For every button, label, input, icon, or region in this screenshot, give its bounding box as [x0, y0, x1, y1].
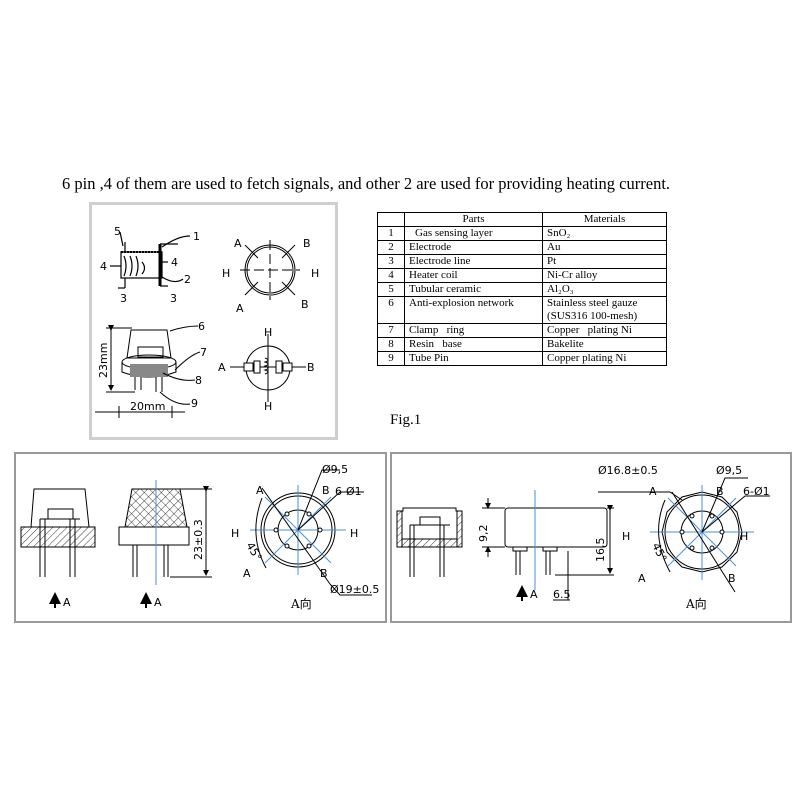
circuit-bottom-view — [230, 334, 306, 402]
sensor-side-view — [95, 325, 201, 418]
left-side-view — [118, 480, 212, 585]
right-cross-section — [396, 507, 463, 577]
view-arrow-label: A — [63, 596, 71, 609]
pin-label-h: H — [264, 400, 272, 413]
pin-label-b: B — [301, 298, 309, 311]
right-side-view — [482, 490, 614, 601]
pin-label-b: B — [716, 485, 724, 498]
sensor-cross-section — [110, 231, 191, 289]
pin-label-h: H — [264, 326, 272, 339]
pin-label-h: H — [222, 267, 230, 280]
dimension-outer-diameter: Ø19±0.5 — [330, 583, 379, 596]
pin-layout-top-view — [240, 240, 300, 300]
view-arrow-label: A — [530, 588, 538, 601]
fig1-frame — [89, 202, 338, 440]
callout-3: 3 — [120, 292, 127, 305]
callout-8: 8 — [195, 374, 202, 387]
callout-1: 1 — [193, 230, 200, 243]
dimension-width: 20mm — [130, 400, 165, 413]
dimension-inner-diameter: Ø9,5 — [322, 463, 348, 476]
view-label: A向 — [685, 596, 707, 611]
dimension-total-height: 16,5 — [594, 538, 607, 563]
left-bottom-view — [250, 469, 372, 596]
dimension-cap-height: 9,2 — [477, 525, 490, 543]
pin-label-h: H — [740, 530, 748, 543]
dimension-height: 23±0.3 — [192, 519, 205, 560]
left-cross-section — [20, 488, 96, 577]
callout-2: 2 — [184, 273, 191, 286]
pin-label-a: A — [243, 567, 251, 580]
pin-label-h: H — [350, 527, 358, 540]
callout-6: 6 — [198, 320, 205, 333]
row-part: Tube Pin — [404, 351, 543, 366]
right-bottom-view — [598, 477, 770, 593]
pin-label-h: H — [622, 530, 630, 543]
headline: 6 pin ,4 of them are used to fetch signa… — [62, 174, 671, 193]
pin-label-a: A — [236, 302, 244, 315]
left-dimension-panel — [14, 452, 387, 623]
right-dimension-panel — [390, 452, 792, 623]
row-part: Clamp ring — [404, 323, 543, 338]
callout-3: 3 — [170, 292, 177, 305]
pin-label-b: B — [303, 237, 311, 250]
row-material: Copper plating Ni — [542, 351, 667, 366]
pin-label-b: B — [322, 484, 330, 497]
pin-label-b: B — [320, 567, 328, 580]
pin-label-a: A — [218, 361, 226, 374]
pin-label-b: B — [728, 572, 736, 585]
pin-label-a: A — [638, 572, 646, 585]
dimension-holes: 6-Ø1 — [335, 485, 362, 498]
view-label: A向 — [290, 596, 312, 611]
dimension-angle: 45° — [243, 540, 264, 563]
callout-9: 9 — [191, 397, 198, 410]
row-part: Gas sensing layer — [404, 226, 543, 241]
pin-label-h: H — [311, 267, 319, 280]
dimension-inner-diameter: Ø9,5 — [716, 464, 742, 477]
view-arrow-label: A — [154, 596, 162, 609]
dimension-height: 23mm — [97, 343, 110, 378]
dimension-angle: 45° — [649, 541, 669, 564]
pin-label-h: H — [231, 527, 239, 540]
pin-label-a: A — [256, 484, 264, 497]
row-material: Copper plating Ni — [542, 323, 667, 338]
callout-5: 5 — [114, 225, 121, 238]
dimension-outer-diameter: Ø16.8±0.5 — [598, 464, 658, 477]
dimension-holes: 6-Ø1 — [743, 485, 770, 498]
table-header-row: Parts Materials — [377, 212, 667, 227]
row-material: Ni-Cr alloy — [542, 268, 667, 283]
pin-label-b: B — [307, 361, 315, 374]
callout-4: 4 — [171, 256, 178, 269]
callout-7: 7 — [200, 346, 207, 359]
figure-caption: Fig.1 — [390, 412, 422, 428]
callout-4: 4 — [100, 260, 107, 273]
pin-label-a: A — [649, 485, 657, 498]
dimension-pin-length: 6.5 — [553, 588, 571, 601]
pin-label-a: A — [234, 237, 242, 250]
